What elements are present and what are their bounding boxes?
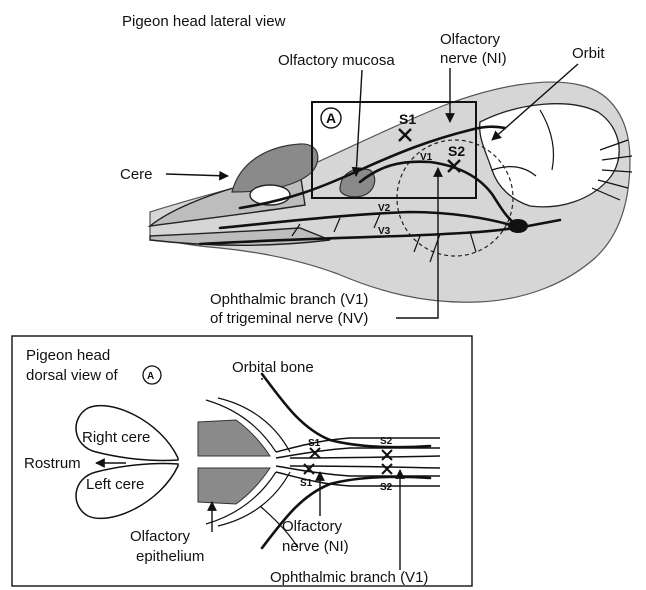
rostrum-label: Rostrum [24,455,81,472]
v1-label: V1 [420,152,433,163]
orbital-bone-label: Orbital bone [232,359,314,376]
left-cere-label: Left cere [86,476,144,493]
olfactory-epithelium-label-2: epithelium [136,548,204,565]
dorsal-view: Pigeon head dorsal view of A Orbital bon… [12,336,472,586]
dorsal-s1-bottom-label: S1 [300,478,313,489]
dorsal-title-letter: A [147,371,154,382]
olfactory-nerve-dorsal-label-2: nerve (NI) [282,538,349,555]
dorsal-s2-bottom-label: S2 [380,482,393,493]
v2-label: V2 [378,203,391,214]
v3-label: V3 [378,226,391,237]
olfactory-nerve-label-2: nerve (NI) [440,50,507,67]
lateral-view: A Pigeon head lateral view Olfactory muc… [120,13,632,327]
cere-arrow [166,174,228,176]
s2-label: S2 [448,143,465,159]
olfactory-mucosa-label: Olfactory mucosa [278,52,395,69]
right-cere-label: Right cere [82,429,150,446]
dorsal-title-2: dorsal view of [26,367,119,384]
olfactory-epithelium-label-1: Olfactory [130,528,191,545]
ophthalmic-label-2: of trigeminal nerve (NV) [210,310,368,327]
olfactory-nerve-dorsal-label-1: Olfactory [282,518,343,535]
orbit-label: Orbit [572,45,605,62]
region-a-letter: A [326,110,336,126]
olfactory-nerve-label-1: Olfactory [440,31,501,48]
cere-label: Cere [120,166,153,183]
s1-label: S1 [399,111,416,127]
ophthalmic-branch-dorsal-label: Ophthalmic branch (V1) [270,569,428,586]
dorsal-title-1: Pigeon head [26,347,110,364]
dorsal-s1-top-label: S1 [308,438,321,449]
dorsal-s2-top-label: S2 [380,436,393,447]
ophthalmic-label-1: Ophthalmic branch (V1) [210,291,368,308]
trigeminal-ganglion [508,219,528,233]
lateral-view-title: Pigeon head lateral view [122,13,286,30]
